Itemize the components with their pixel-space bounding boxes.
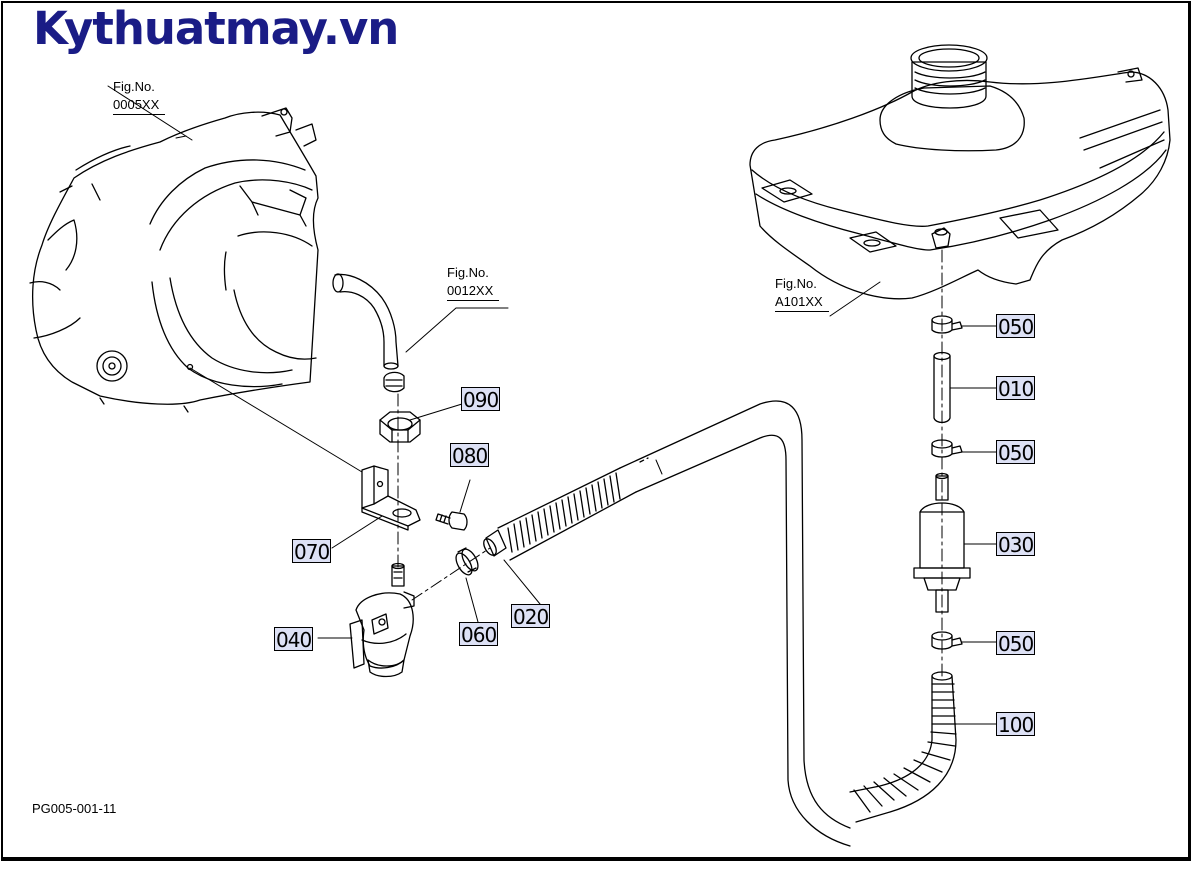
upper-hose-drawing bbox=[332, 273, 405, 393]
fuel-tank-drawing bbox=[749, 44, 1171, 300]
fuel-cock-drawing bbox=[349, 562, 415, 678]
clamp-050-middle-drawing bbox=[931, 439, 963, 458]
fig-ref-label: Fig.No. bbox=[447, 265, 489, 280]
callout-040[interactable]: 040 bbox=[274, 627, 314, 652]
callout-070[interactable]: 070 bbox=[292, 539, 332, 564]
fig-ref-number: A101XX bbox=[775, 293, 829, 312]
callout-030[interactable]: 030 bbox=[996, 532, 1036, 557]
fig-ref-fuel-tank: Fig.No. A101XX bbox=[775, 275, 829, 312]
callout-090[interactable]: 090 bbox=[461, 387, 501, 412]
callout-020[interactable]: 020 bbox=[511, 604, 551, 629]
fig-ref-engine-housing: Fig.No. 0005XX bbox=[113, 78, 166, 115]
fig-ref-label: Fig.No. bbox=[113, 79, 155, 94]
callout-010[interactable]: 010 bbox=[996, 376, 1036, 401]
fig-ref-label: Fig.No. bbox=[775, 276, 817, 291]
callout-100[interactable]: 100 bbox=[996, 712, 1036, 737]
tube-010-drawing bbox=[933, 351, 951, 424]
bolt-drawing bbox=[435, 511, 468, 531]
callout-050-bottom[interactable]: 050 bbox=[996, 631, 1036, 656]
callout-060[interactable]: 060 bbox=[459, 622, 499, 647]
drawing-code: PG005-001-11 bbox=[32, 801, 117, 816]
fig-ref-number: 0005XX bbox=[113, 96, 166, 115]
fuel-hose-100-drawing bbox=[849, 671, 957, 823]
callout-080[interactable]: 080 bbox=[450, 443, 490, 468]
fuel-filter-drawing bbox=[913, 472, 971, 613]
clamp-050-top-drawing bbox=[931, 315, 963, 334]
nut-drawing bbox=[379, 411, 421, 443]
fig-ref-upper-hose: Fig.No. 0012XX bbox=[447, 264, 500, 301]
diagram-frame bbox=[1, 1, 1191, 861]
callout-050-middle[interactable]: 050 bbox=[996, 440, 1036, 465]
brand-logo-text: Kythuatmay.vn bbox=[33, 2, 399, 55]
bracket-drawing bbox=[361, 465, 421, 531]
clamp-050-bottom-drawing bbox=[931, 631, 963, 650]
engine-housing-drawing bbox=[29, 85, 319, 413]
fuel-hose-020-drawing bbox=[483, 400, 851, 847]
fig-ref-number: 0012XX bbox=[447, 282, 500, 301]
clamp-060-drawing bbox=[455, 547, 479, 576]
callout-050-top[interactable]: 050 bbox=[996, 314, 1036, 339]
